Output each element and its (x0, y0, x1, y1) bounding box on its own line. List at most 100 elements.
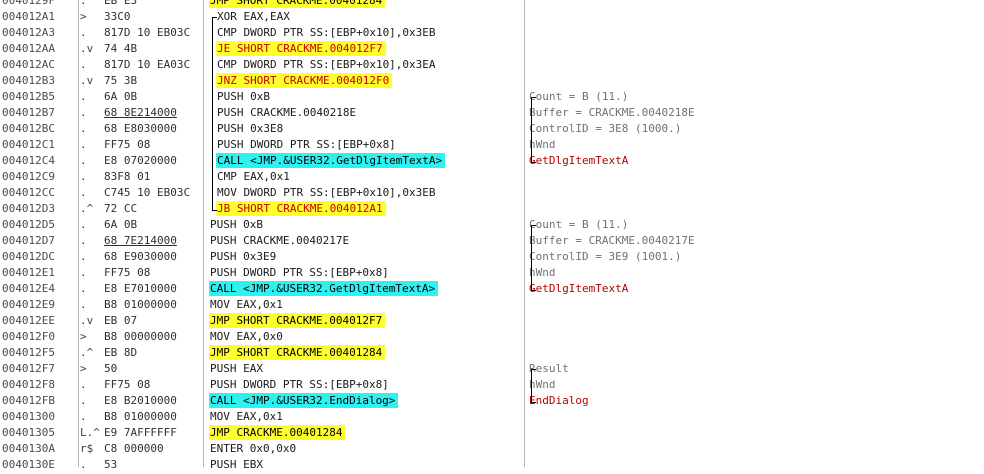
jump-marker: . (80, 218, 87, 231)
comment-cell: Count = B (11.) (529, 218, 629, 231)
instruction-text: JMP SHORT CRACKME.004012F7 (209, 313, 386, 328)
hex-bytes-cell: 68 8E214000 (104, 106, 177, 119)
hex-bytes-cell: 6A 0B (104, 218, 138, 231)
hex-bytes-cell: 83F8 01 (104, 170, 151, 183)
hex-bytes-cell: FF75 08 (104, 266, 151, 279)
hex-bytes-cell: E9 7AFFFFFF (104, 426, 177, 439)
instruction-text: MOV EAX,0x1 (210, 410, 283, 423)
comment-cell (529, 425, 979, 441)
hex-bytes-cell: B8 01000000 (104, 298, 177, 311)
instruction-text: PUSH DWORD PTR SS:[EBP+0x8] (210, 266, 389, 279)
hex-bytes-cell: C745 10 EB03C (104, 186, 191, 199)
column-divider-address[interactable] (78, 0, 79, 467)
jump-marker: . (80, 106, 87, 119)
instruction-cell: MOV EAX,0x0 (209, 329, 521, 345)
column-divider-disassembly[interactable] (524, 0, 525, 467)
jump-marker: > (80, 330, 87, 343)
instruction-text: PUSH EBX (210, 458, 263, 471)
instruction-text: CALL <JMP.&USER32.GetDlgItemTextA> (209, 281, 439, 296)
instruction-text: MOV EAX,0x1 (210, 298, 283, 311)
jump-marker: .^ (80, 202, 94, 215)
jump-marker: .^ (80, 346, 94, 359)
instruction-cell: JMP SHORT CRACKME.00401284 (209, 0, 521, 9)
instruction-cell: JE SHORT CRACKME.004012F7 (216, 41, 528, 57)
instruction-text: CMP DWORD PTR SS:[EBP+0x10],0x3EB (217, 26, 436, 39)
instruction-text: ENTER 0x0,0x0 (210, 442, 297, 455)
comment-cell (529, 201, 979, 217)
hex-bytes-cell: 68 E9030000 (104, 250, 177, 263)
call-arguments-bracket (531, 225, 536, 291)
call-arguments-bracket (531, 369, 536, 403)
address-cell: 004012E1 (2, 266, 55, 279)
comment-cell (529, 409, 979, 425)
instruction-cell: PUSH 0x3E8 (216, 121, 528, 137)
comment-cell: ControlID = 3E9 (1001.) (529, 250, 682, 263)
comment-cell (529, 345, 979, 361)
comment-cell (529, 457, 979, 473)
instruction-text: PUSH CRACKME.0040218E (217, 106, 357, 119)
instruction-cell: PUSH DWORD PTR SS:[EBP+0x8] (216, 137, 528, 153)
instruction-cell: XOR EAX,EAX (216, 9, 528, 25)
column-divider-hex[interactable] (203, 0, 204, 467)
address-cell: 004012D3 (2, 202, 55, 215)
instruction-cell: PUSH DWORD PTR SS:[EBP+0x8] (209, 265, 521, 281)
instruction-cell: MOV EAX,0x1 (209, 409, 521, 425)
address-cell: 004012B5 (2, 90, 55, 103)
address-cell: 004012C1 (2, 138, 55, 151)
instruction-cell: CMP EAX,0x1 (216, 169, 528, 185)
hex-bytes-cell: 74 4B (104, 42, 138, 55)
hex-bytes-cell: 6A 0B (104, 90, 138, 103)
address-cell: 004012C9 (2, 170, 55, 183)
instruction-text: JMP SHORT CRACKME.00401284 (209, 0, 386, 8)
hex-bytes-cell: 68 7E214000 (104, 234, 177, 247)
hex-bytes-cell: 817D 10 EB03C (104, 26, 191, 39)
comment-cell: ControlID = 3E8 (1000.) (529, 122, 682, 135)
instruction-text: MOV EAX,0x0 (210, 330, 283, 343)
address-cell: 004012BC (2, 122, 55, 135)
instruction-cell: PUSH 0xB (209, 217, 521, 233)
hex-bytes-cell: EB 07 (104, 314, 138, 327)
jump-marker: . (80, 26, 87, 39)
address-cell: 004012D7 (2, 234, 55, 247)
instruction-cell: PUSH EAX (209, 361, 521, 377)
hex-bytes-cell: 72 CC (104, 202, 138, 215)
hex-bytes-cell: B8 00000000 (104, 330, 177, 343)
hex-bytes-cell: C8 000000 (104, 442, 164, 455)
hex-bytes-cell: E8 E7010000 (104, 282, 177, 295)
address-cell: 004012F8 (2, 378, 55, 391)
comment-cell: Buffer = CRACKME.0040217E (529, 234, 695, 247)
hex-bytes-cell: E8 B2010000 (104, 394, 177, 407)
instruction-text: CALL <JMP.&USER32.GetDlgItemTextA> (216, 153, 446, 168)
